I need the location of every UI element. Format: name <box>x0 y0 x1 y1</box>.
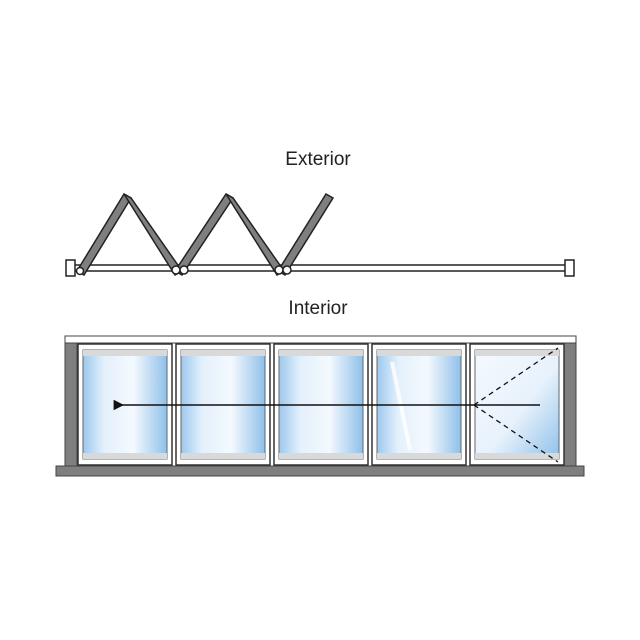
frame-head <box>64 335 577 344</box>
hinge-3 <box>179 265 189 275</box>
hinge-5 <box>282 265 292 275</box>
track-rail <box>73 264 567 272</box>
folded-panel-4 <box>225 193 286 277</box>
exterior-plan-view <box>65 192 575 277</box>
frame-sill <box>55 465 585 477</box>
interior-elevation-view <box>55 335 585 477</box>
folded-panel-2 <box>123 193 184 277</box>
swing-indicator <box>473 347 559 463</box>
folded-panel-5 <box>276 192 335 277</box>
right-jamb <box>564 259 575 277</box>
folded-panel-3 <box>173 193 235 276</box>
exterior-label: Exterior <box>285 149 351 170</box>
hinge-2 <box>171 265 181 275</box>
folded-panel-1 <box>75 192 133 277</box>
interior-label: Interior <box>288 298 348 319</box>
left-jamb <box>65 259 76 277</box>
hinge-knuckles <box>75 265 292 276</box>
hinge-4 <box>274 265 284 275</box>
right-frame-jamb <box>563 337 577 467</box>
folded-panels <box>75 192 335 277</box>
left-frame-jamb <box>64 337 78 467</box>
hinge-1 <box>75 266 85 276</box>
